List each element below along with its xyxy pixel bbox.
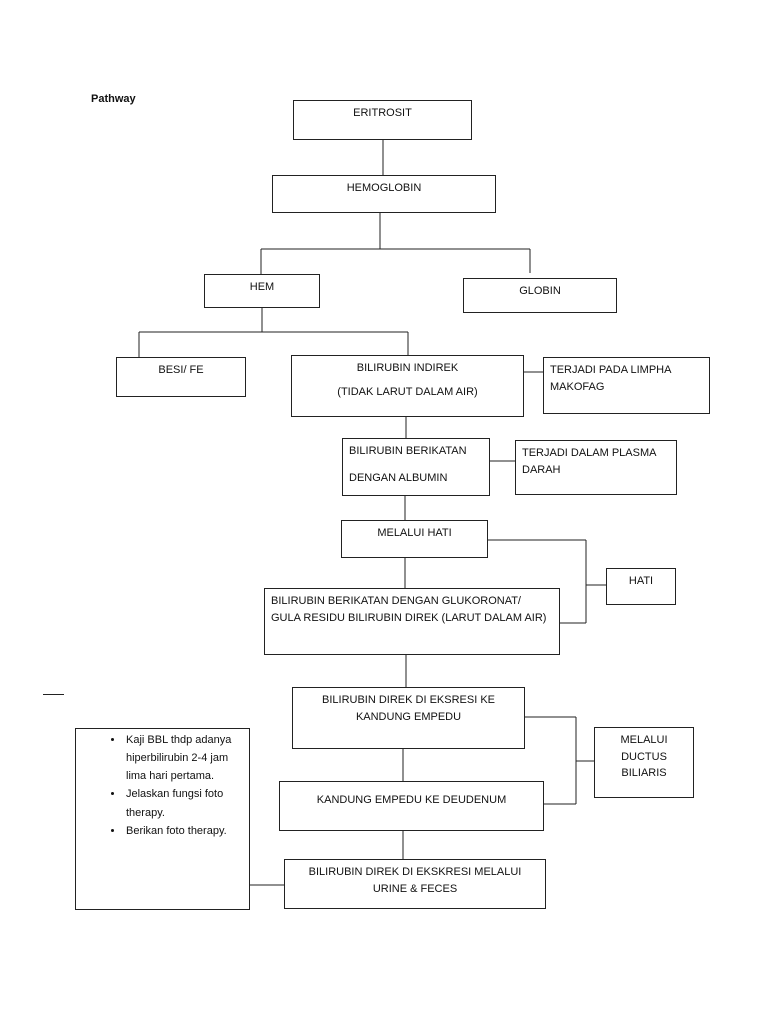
node-limpha: TERJADI PADA LIMPHA MAKOFAG bbox=[543, 357, 710, 414]
node-globin: GLOBIN bbox=[463, 278, 617, 313]
node-ductus-label: MELALUI DUCTUS BILIARIS bbox=[620, 734, 668, 779]
node-hem: HEM bbox=[204, 274, 320, 308]
node-hemoglobin: HEMOGLOBIN bbox=[272, 175, 496, 213]
node-deudenum: KANDUNG EMPEDU KE DEUDENUM bbox=[279, 781, 544, 831]
node-besi-label: BESI/ FE bbox=[158, 364, 204, 376]
node-hati: HATI bbox=[606, 568, 676, 605]
node-melalui-hati-label: MELALUI HATI bbox=[377, 527, 452, 539]
node-bilirubin-indirek: BILIRUBIN INDIREK (TIDAK LARUT DALAM AIR… bbox=[291, 355, 524, 417]
node-hem-label: HEM bbox=[249, 281, 275, 293]
node-plasma-label: TERJADI DALAM PLASMA DARAH bbox=[522, 447, 656, 476]
page-title: Pathway bbox=[91, 93, 136, 105]
node-besi: BESI/ FE bbox=[116, 357, 246, 397]
nursing-actions-list: Kaji BBL thdp adanya hiperbilirubin 2-4 … bbox=[80, 731, 245, 840]
node-plasma: TERJADI DALAM PLASMA DARAH bbox=[515, 440, 677, 495]
node-globin-label: GLOBIN bbox=[519, 285, 561, 297]
node-eritrosit: ERITROSIT bbox=[293, 100, 472, 140]
nursing-actions-box: Kaji BBL thdp adanya hiperbilirubin 2-4 … bbox=[75, 728, 250, 910]
node-ekskresi-empedu: BILIRUBIN DIREK DI EKSRESI KE KANDUNG EM… bbox=[292, 687, 525, 749]
node-bilirubin-indirek-line2: (TIDAK LARUT DALAM AIR) bbox=[337, 385, 478, 398]
node-ekskresi-empedu-label: BILIRUBIN DIREK DI EKSRESI KE KANDUNG EM… bbox=[322, 694, 495, 723]
node-albumin-line2: DENGAN ALBUMIN bbox=[349, 471, 448, 484]
node-deudenum-label: KANDUNG EMPEDU KE DEUDENUM bbox=[316, 794, 507, 806]
node-eritrosit-label: ERITROSIT bbox=[353, 107, 412, 119]
node-hati-label: HATI bbox=[628, 575, 654, 587]
node-glukoronat-label: BILIRUBIN BERIKATAN DENGAN GLUKORONAT/ G… bbox=[271, 595, 547, 624]
node-melalui-hati: MELALUI HATI bbox=[341, 520, 488, 558]
stray-dash bbox=[43, 694, 64, 695]
node-glukoronat: BILIRUBIN BERIKATAN DENGAN GLUKORONAT/ G… bbox=[264, 588, 560, 655]
node-bilirubin-indirek-line1: BILIRUBIN INDIREK bbox=[356, 362, 459, 374]
node-albumin-line1: BILIRUBIN BERIKATAN bbox=[349, 445, 467, 457]
node-limpha-label: TERJADI PADA LIMPHA MAKOFAG bbox=[550, 364, 671, 393]
action-item: Kaji BBL thdp adanya hiperbilirubin 2-4 … bbox=[124, 731, 245, 785]
node-urine: BILIRUBIN DIREK DI EKSKRESI MELALUI URIN… bbox=[284, 859, 546, 909]
action-item: Jelaskan fungsi foto therapy. bbox=[124, 785, 245, 821]
node-ductus: MELALUI DUCTUS BILIARIS bbox=[594, 727, 694, 798]
node-urine-label: BILIRUBIN DIREK DI EKSKRESI MELALUI URIN… bbox=[308, 866, 522, 895]
node-albumin: BILIRUBIN BERIKATAN DENGAN ALBUMIN bbox=[342, 438, 490, 496]
action-item: Berikan foto therapy. bbox=[124, 822, 245, 840]
node-hemoglobin-label: HEMOGLOBIN bbox=[346, 182, 422, 194]
